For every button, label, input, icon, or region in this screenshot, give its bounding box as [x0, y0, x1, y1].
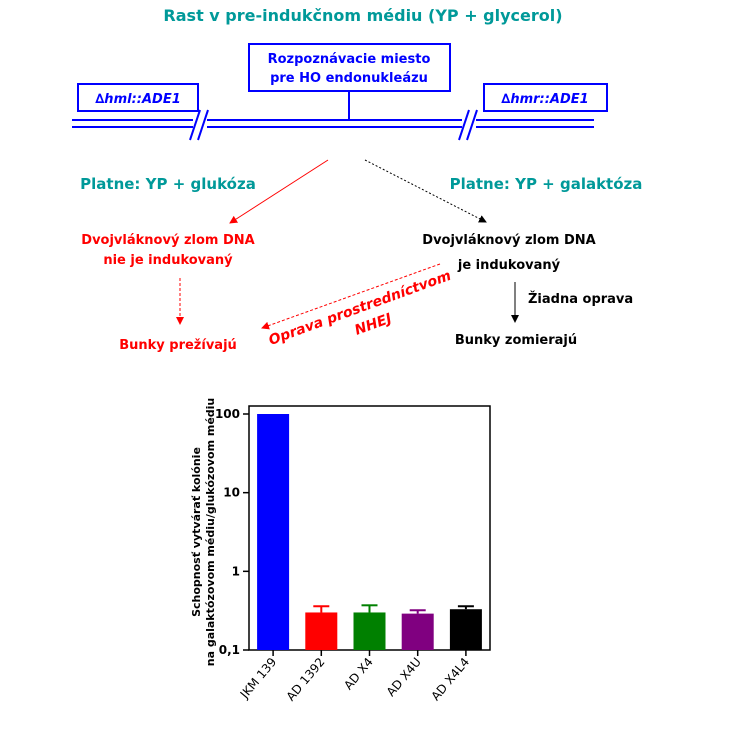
y-tick-label: 1 — [232, 564, 240, 578]
cells-die-label: Bunky zomierajú — [455, 333, 577, 348]
y-tick-label: 100 — [215, 407, 240, 421]
diagram-title: Rast v pre-indukčnom médiu (YP + glycero… — [163, 6, 562, 25]
break-mark-right — [458, 109, 478, 141]
arrow-to-glucose — [229, 159, 329, 224]
ylabel-line2: na galaktózovom médiu/glukózovom médiu — [204, 398, 217, 667]
dsb-induced-line2: je indukovaný — [457, 258, 561, 273]
x-tick-label: JKM 139 — [237, 655, 280, 702]
y-axis: 100 10 1 0,1 — [215, 407, 249, 657]
locus-right-label: ∆hmr::ADE1 — [501, 92, 588, 107]
bar-ad-1392 — [305, 612, 338, 650]
locus-box-right: ∆hmr::ADE1 — [483, 83, 608, 112]
bar-ad-x4u — [401, 613, 434, 650]
dsb-not-induced-line1: Dvojvláknový zlom DNA — [81, 233, 254, 248]
ylabel-line1: Schopnosť vytvárať kolónie — [190, 447, 203, 617]
y-tick-label: 10 — [223, 486, 240, 500]
plate-galactose-label: Platne: YP + galaktóza — [450, 175, 643, 193]
bar-ad-x4l4 — [449, 609, 482, 650]
bars — [257, 414, 482, 650]
bar-jkm-139 — [257, 414, 290, 650]
bar-ad-x4 — [353, 612, 386, 650]
plate-glucose-label: Platne: YP + glukóza — [80, 175, 256, 193]
x-tick-label: AD X4U — [384, 655, 424, 699]
break-mark-left — [189, 109, 209, 141]
x-tick-label: AD X4L4 — [428, 655, 472, 703]
ho-site-line1: Rozpoznávacie miesto — [268, 52, 431, 67]
dsb-induced-line1: Dvojvláknový zlom DNA — [422, 233, 595, 248]
x-tick-label: AD 1392 — [284, 655, 328, 704]
cells-survive-label: Bunky prežívajú — [119, 338, 237, 353]
no-repair-label: Žiadna oprava — [528, 291, 633, 307]
x-tick-label: AD X4 — [341, 655, 376, 692]
locus-box-left: ∆hml::ADE1 — [77, 83, 199, 112]
ho-site-line2: pre HO endonukleázu — [270, 71, 428, 86]
arrow-nhej-repair — [261, 263, 441, 330]
arrow-to-galactose — [364, 159, 487, 223]
y-tick-label: 0,1 — [219, 643, 240, 657]
dsb-not-induced-line2: nie je indukovaný — [103, 253, 233, 268]
nhej-label: Oprava prostredníctvom NHEJ — [267, 268, 454, 349]
ho-site-box: Rozpoznávacie miesto pre HO endonukleázu — [248, 43, 451, 120]
locus-left-label: ∆hml::ADE1 — [95, 92, 181, 107]
y-axis-title: Schopnosť vytvárať kolónie na galaktózov… — [190, 398, 217, 667]
chromosome — [72, 112, 594, 136]
